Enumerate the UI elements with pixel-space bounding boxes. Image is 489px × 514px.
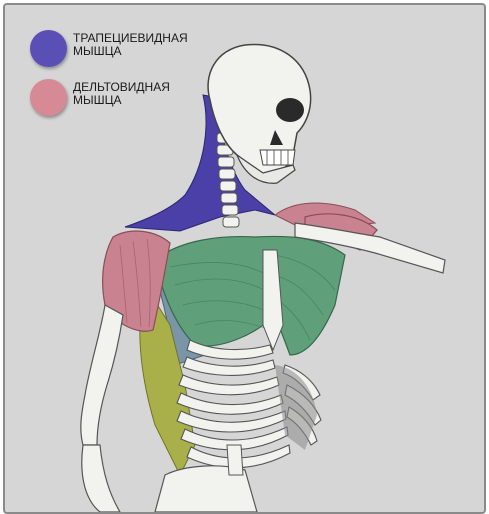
lumbar-spine (227, 445, 243, 475)
trapezius-swatch (30, 30, 67, 67)
legend-item-deltoid: ДЕЛЬТОВИДНАЯ МЫШЦА (30, 79, 170, 116)
legend-label-line2: МЫШЦА (73, 94, 170, 107)
legend-label-line2: МЫШЦА (73, 45, 188, 58)
diagram-panel: ТРАПЕЦИЕВИДНАЯ МЫШЦА ДЕЛЬТОВИДНАЯ МЫШЦА (3, 3, 486, 514)
left-humerus (81, 305, 123, 445)
legend-item-trapezius: ТРАПЕЦИЕВИДНАЯ МЫШЦА (30, 30, 188, 67)
deltoid-swatch (30, 79, 67, 116)
left-forearm (82, 445, 120, 512)
legend-label: ТРАПЕЦИЕВИДНАЯ МЫШЦА (73, 32, 188, 58)
legend-label: ДЕЛЬТОВИДНАЯ МЫШЦА (73, 81, 170, 107)
